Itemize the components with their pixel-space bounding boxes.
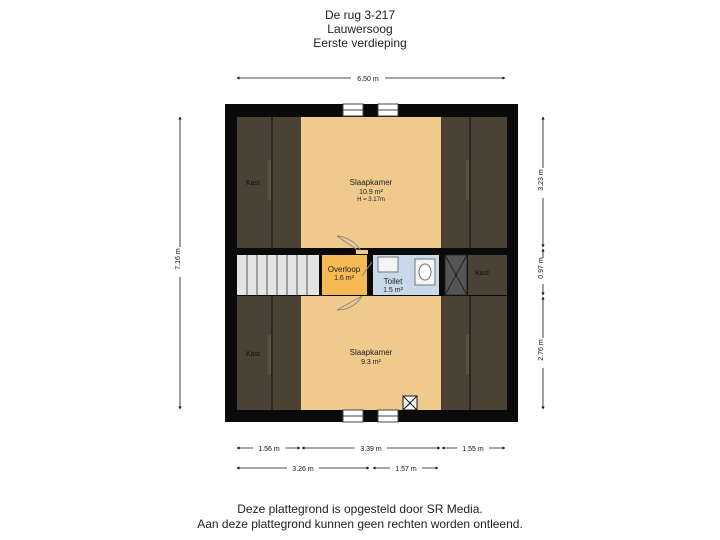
- toilet-area: 1.5 m²: [383, 287, 404, 294]
- footer-line-1: Deze plattegrond is opgesteld door SR Me…: [237, 502, 483, 516]
- landing-area: 1.6 m²: [334, 275, 355, 282]
- dim-right-top: 3.23 m: [538, 169, 545, 191]
- dim-bottom-right: 1.55 m: [462, 446, 484, 453]
- dim-right-mid: 0.97 m: [538, 257, 545, 279]
- footer-line-2: Aan deze plattegrond kunnen geen rechten…: [197, 517, 523, 531]
- bedroom-top: [301, 117, 441, 248]
- closet-right: [468, 255, 507, 295]
- closet-top-left-label: Kast: [246, 180, 260, 187]
- closet-bottom-right: [441, 296, 507, 410]
- closet-top-right: [441, 117, 507, 248]
- closet-right-label: Kast: [475, 270, 489, 277]
- floor-title: Eerste verdieping: [313, 36, 407, 50]
- dim-left-height: 7.16 m: [175, 248, 182, 270]
- bedroom-top-name: Slaapkamer: [350, 178, 393, 187]
- landing: [321, 255, 367, 295]
- dim-right-bottom: 2.76 m: [538, 339, 545, 361]
- city-title: Lauwersoog: [327, 22, 393, 36]
- dim-bottom-mid: 3.39 m: [360, 446, 382, 453]
- dim-bottom-left: 1.56 m: [258, 446, 280, 453]
- bedroom-bottom-area: 9.3 m²: [361, 359, 382, 366]
- bedroom-top-height: H = 3.17m: [357, 197, 385, 203]
- dim-top-width: 6.50 m: [357, 76, 379, 83]
- bedroom-top-area: 10.9 m²: [359, 189, 383, 196]
- dim-bottom2-left: 3.26 m: [292, 466, 314, 473]
- landing-name: Overloop: [328, 265, 361, 274]
- closet-bottom-left-label: Kast: [246, 351, 260, 358]
- bedroom-bottom-name: Slaapkamer: [350, 348, 393, 357]
- toilet-name: Toilet: [384, 277, 403, 286]
- dim-bottom2-right: 1.57 m: [395, 466, 417, 473]
- address-title: De rug 3-217: [324, 8, 396, 22]
- sink: [377, 256, 399, 273]
- staircase: [237, 255, 319, 295]
- bedroom-bottom: [301, 296, 441, 410]
